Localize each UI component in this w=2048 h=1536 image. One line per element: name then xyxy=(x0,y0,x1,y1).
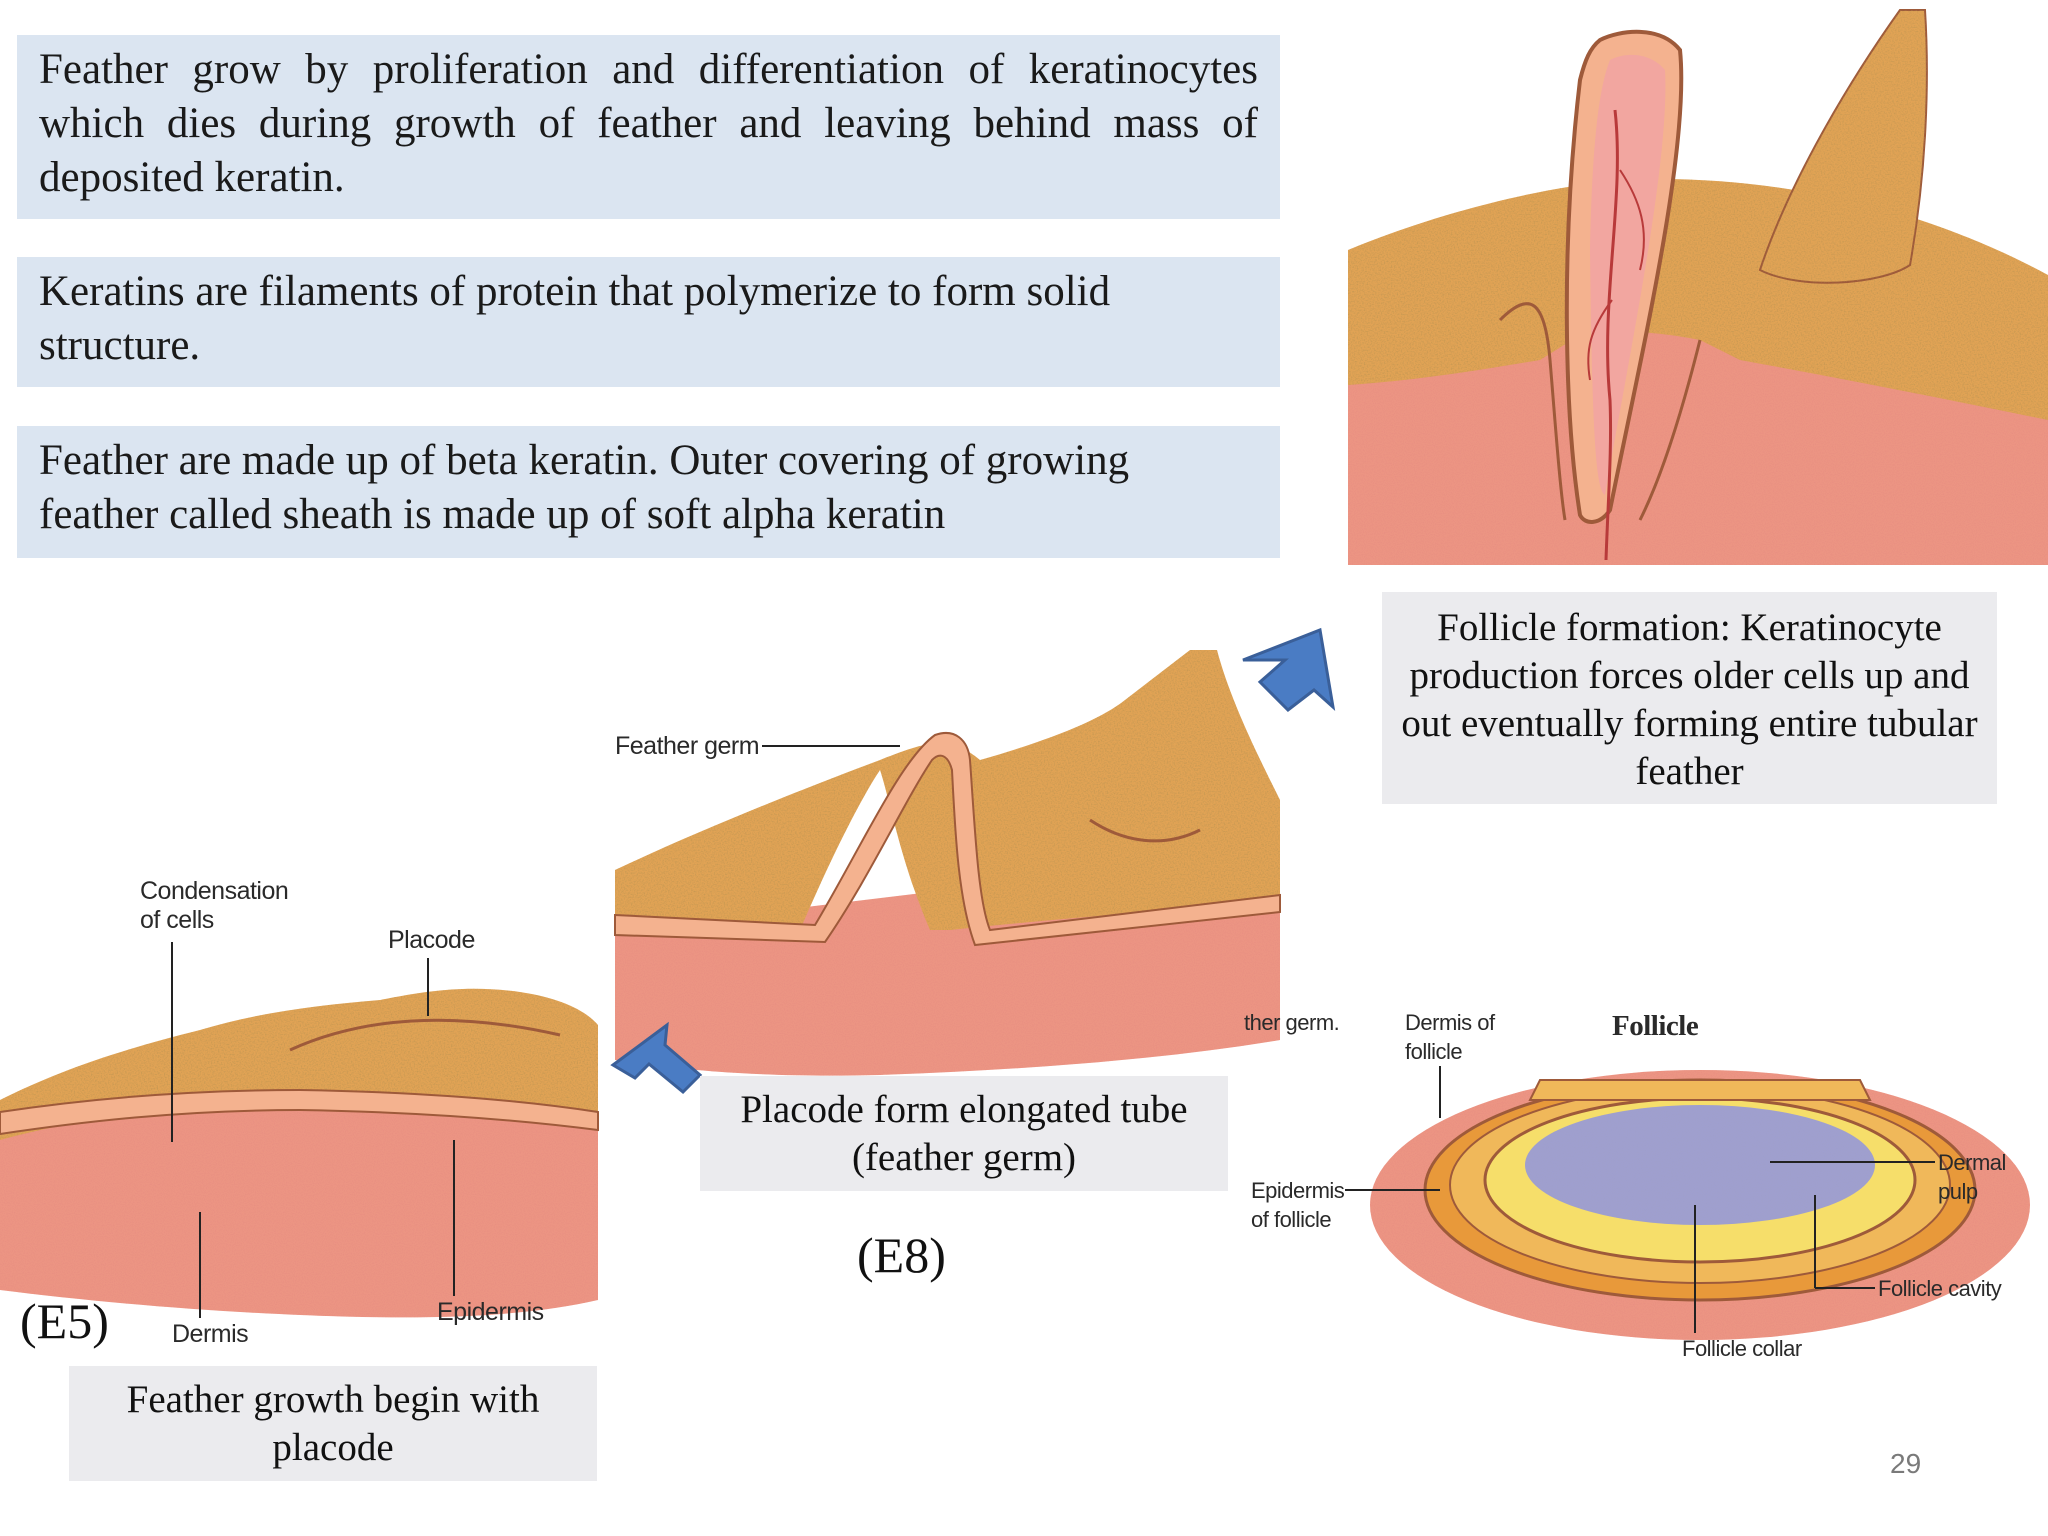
feather-germ-label: Feather germ xyxy=(615,732,760,760)
e5-caption: Feather growth begin with placode xyxy=(69,1366,597,1481)
dermis-label: Dermis xyxy=(172,1320,249,1348)
text-box-3: Feather are made up of beta keratin. Out… xyxy=(17,426,1280,558)
e5-placode-diagram xyxy=(0,942,599,1318)
page-number: 29 xyxy=(1890,1448,1922,1479)
e5-stage-label: (E5) xyxy=(20,1293,109,1349)
follicle-cross-section-diagram xyxy=(1345,1066,2030,1340)
e8-stage-label: (E8) xyxy=(857,1227,946,1283)
text-box-2: Keratins are filaments of protein that p… xyxy=(17,257,1280,387)
epidermis-of-follicle-label: Epidermis of follicle xyxy=(1251,1178,1345,1232)
follicle-formation-caption: Follicle formation: Keratinocyte product… xyxy=(1382,592,1997,804)
cut-germ-label: ther germ. xyxy=(1244,1010,1340,1035)
placode-label: Placode xyxy=(388,926,475,954)
condensation-label: Condensation of cells xyxy=(140,877,289,934)
e8-feather-germ-diagram xyxy=(614,650,1281,1076)
e8-caption: Placode form elongated tube (feather ger… xyxy=(700,1076,1228,1191)
arrow-e8-to-follicle-icon xyxy=(1242,627,1336,712)
follicle-cavity-label: Follicle cavity xyxy=(1878,1276,2002,1301)
dermis-of-follicle-label: Dermis of follicle xyxy=(1405,1010,1495,1064)
text-box-1: Feather grow by proliferation and differ… xyxy=(17,35,1280,219)
arrow-e5-to-e8-icon xyxy=(610,1021,703,1095)
follicle-collar-label: Follicle collar xyxy=(1682,1336,1802,1361)
dermal-pulp-label: Dermal pulp xyxy=(1938,1150,2006,1204)
epidermis-label: Epidermis xyxy=(437,1298,544,1326)
follicle-title: Follicle xyxy=(1612,1010,1699,1042)
follicle-formation-diagram xyxy=(1348,9,2048,565)
